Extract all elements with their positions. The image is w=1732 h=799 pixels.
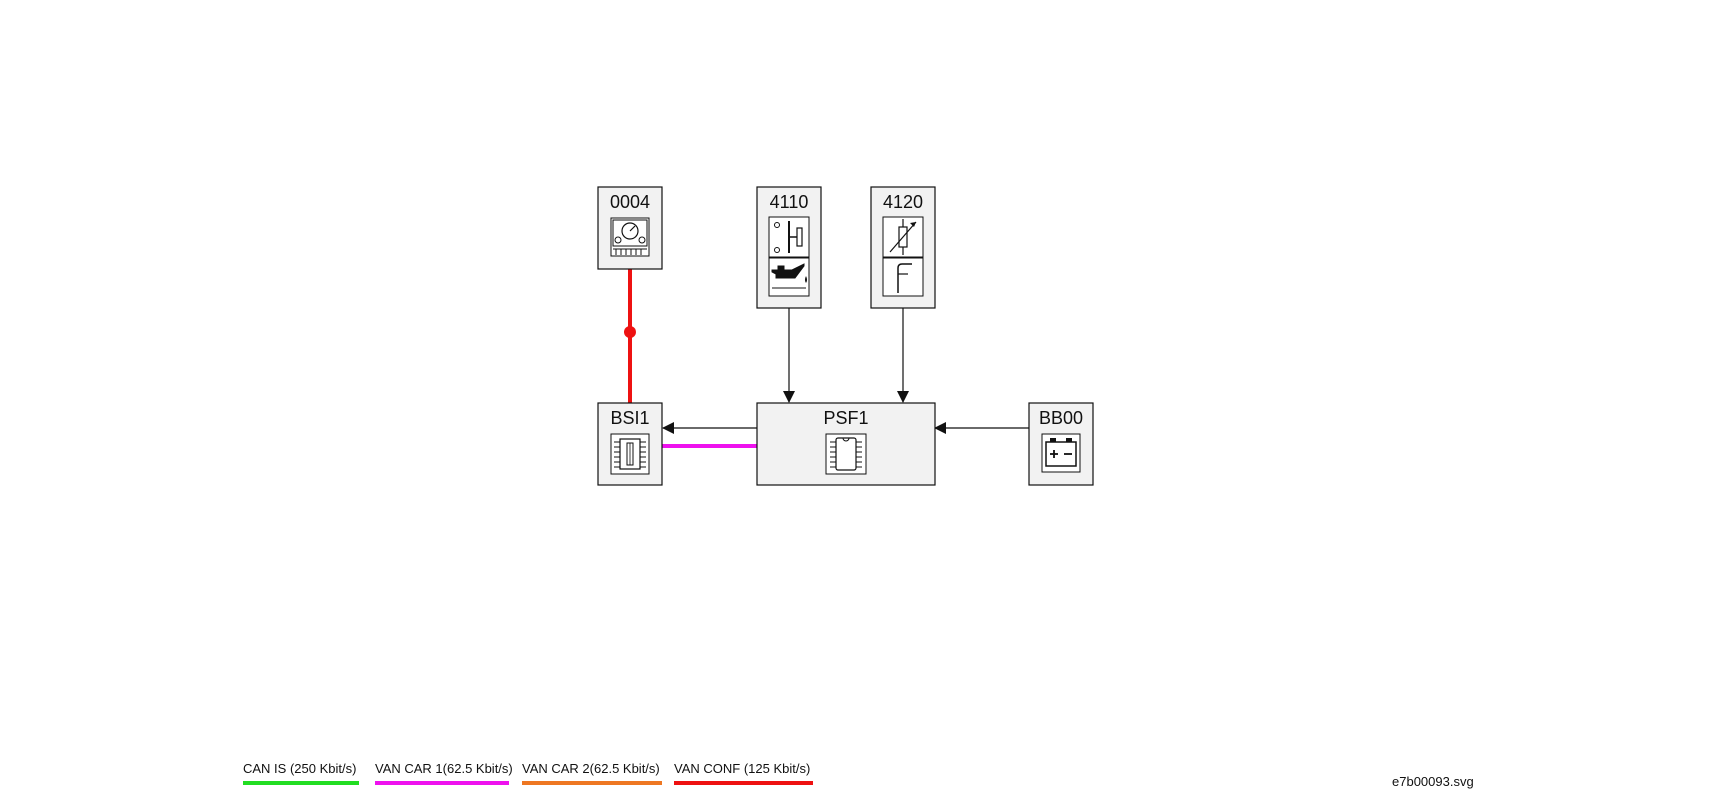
legend-item-van-conf: VAN CONF (125 Kbit/s) bbox=[674, 761, 813, 785]
node-4120-label: 4120 bbox=[883, 192, 923, 212]
node-bb00-label: BB00 bbox=[1039, 408, 1083, 428]
legend-item-van-car-2: VAN CAR 2(62.5 Kbit/s) bbox=[522, 761, 662, 785]
node-psf1[interactable]: PSF1 bbox=[756, 402, 936, 486]
legend-item-van-car-1: VAN CAR 1(62.5 Kbit/s) bbox=[375, 761, 513, 785]
oil-can-icon bbox=[768, 257, 810, 297]
oil-pressure-switch-icon bbox=[768, 216, 810, 258]
node-psf1-label: PSF1 bbox=[823, 408, 868, 428]
legend-label-van-car-1: VAN CAR 1(62.5 Kbit/s) bbox=[375, 761, 513, 776]
van-conf-junction-dot bbox=[624, 326, 636, 338]
battery-icon bbox=[1041, 433, 1081, 473]
file-name-label: e7b00093.svg bbox=[1392, 774, 1474, 789]
chip-icon bbox=[825, 433, 867, 475]
legend: CAN IS (250 Kbit/s) VAN CAR 1(62.5 Kbit/… bbox=[243, 761, 813, 785]
node-0004-label: 0004 bbox=[610, 192, 650, 212]
node-4110-label: 4110 bbox=[770, 192, 809, 212]
legend-label-van-conf: VAN CONF (125 Kbit/s) bbox=[674, 761, 810, 776]
legend-label-van-car-2: VAN CAR 2(62.5 Kbit/s) bbox=[522, 761, 660, 776]
instrument-panel-icon bbox=[610, 217, 650, 257]
node-bsi1-label: BSI1 bbox=[610, 408, 649, 428]
node-4120[interactable]: 4120 bbox=[870, 186, 936, 309]
variable-resistor-icon bbox=[882, 216, 924, 258]
node-bsi1[interactable]: BSI1 bbox=[597, 402, 663, 486]
legend-label-can-is: CAN IS (250 Kbit/s) bbox=[243, 761, 356, 776]
node-0004[interactable]: 0004 bbox=[597, 186, 663, 270]
oil-level-probe-icon bbox=[882, 257, 924, 297]
legend-item-can-is: CAN IS (250 Kbit/s) bbox=[243, 761, 359, 785]
node-4110[interactable]: 4110 bbox=[756, 186, 822, 309]
fuse-box-chip-icon bbox=[610, 433, 650, 475]
node-bb00[interactable]: BB00 bbox=[1028, 402, 1094, 486]
